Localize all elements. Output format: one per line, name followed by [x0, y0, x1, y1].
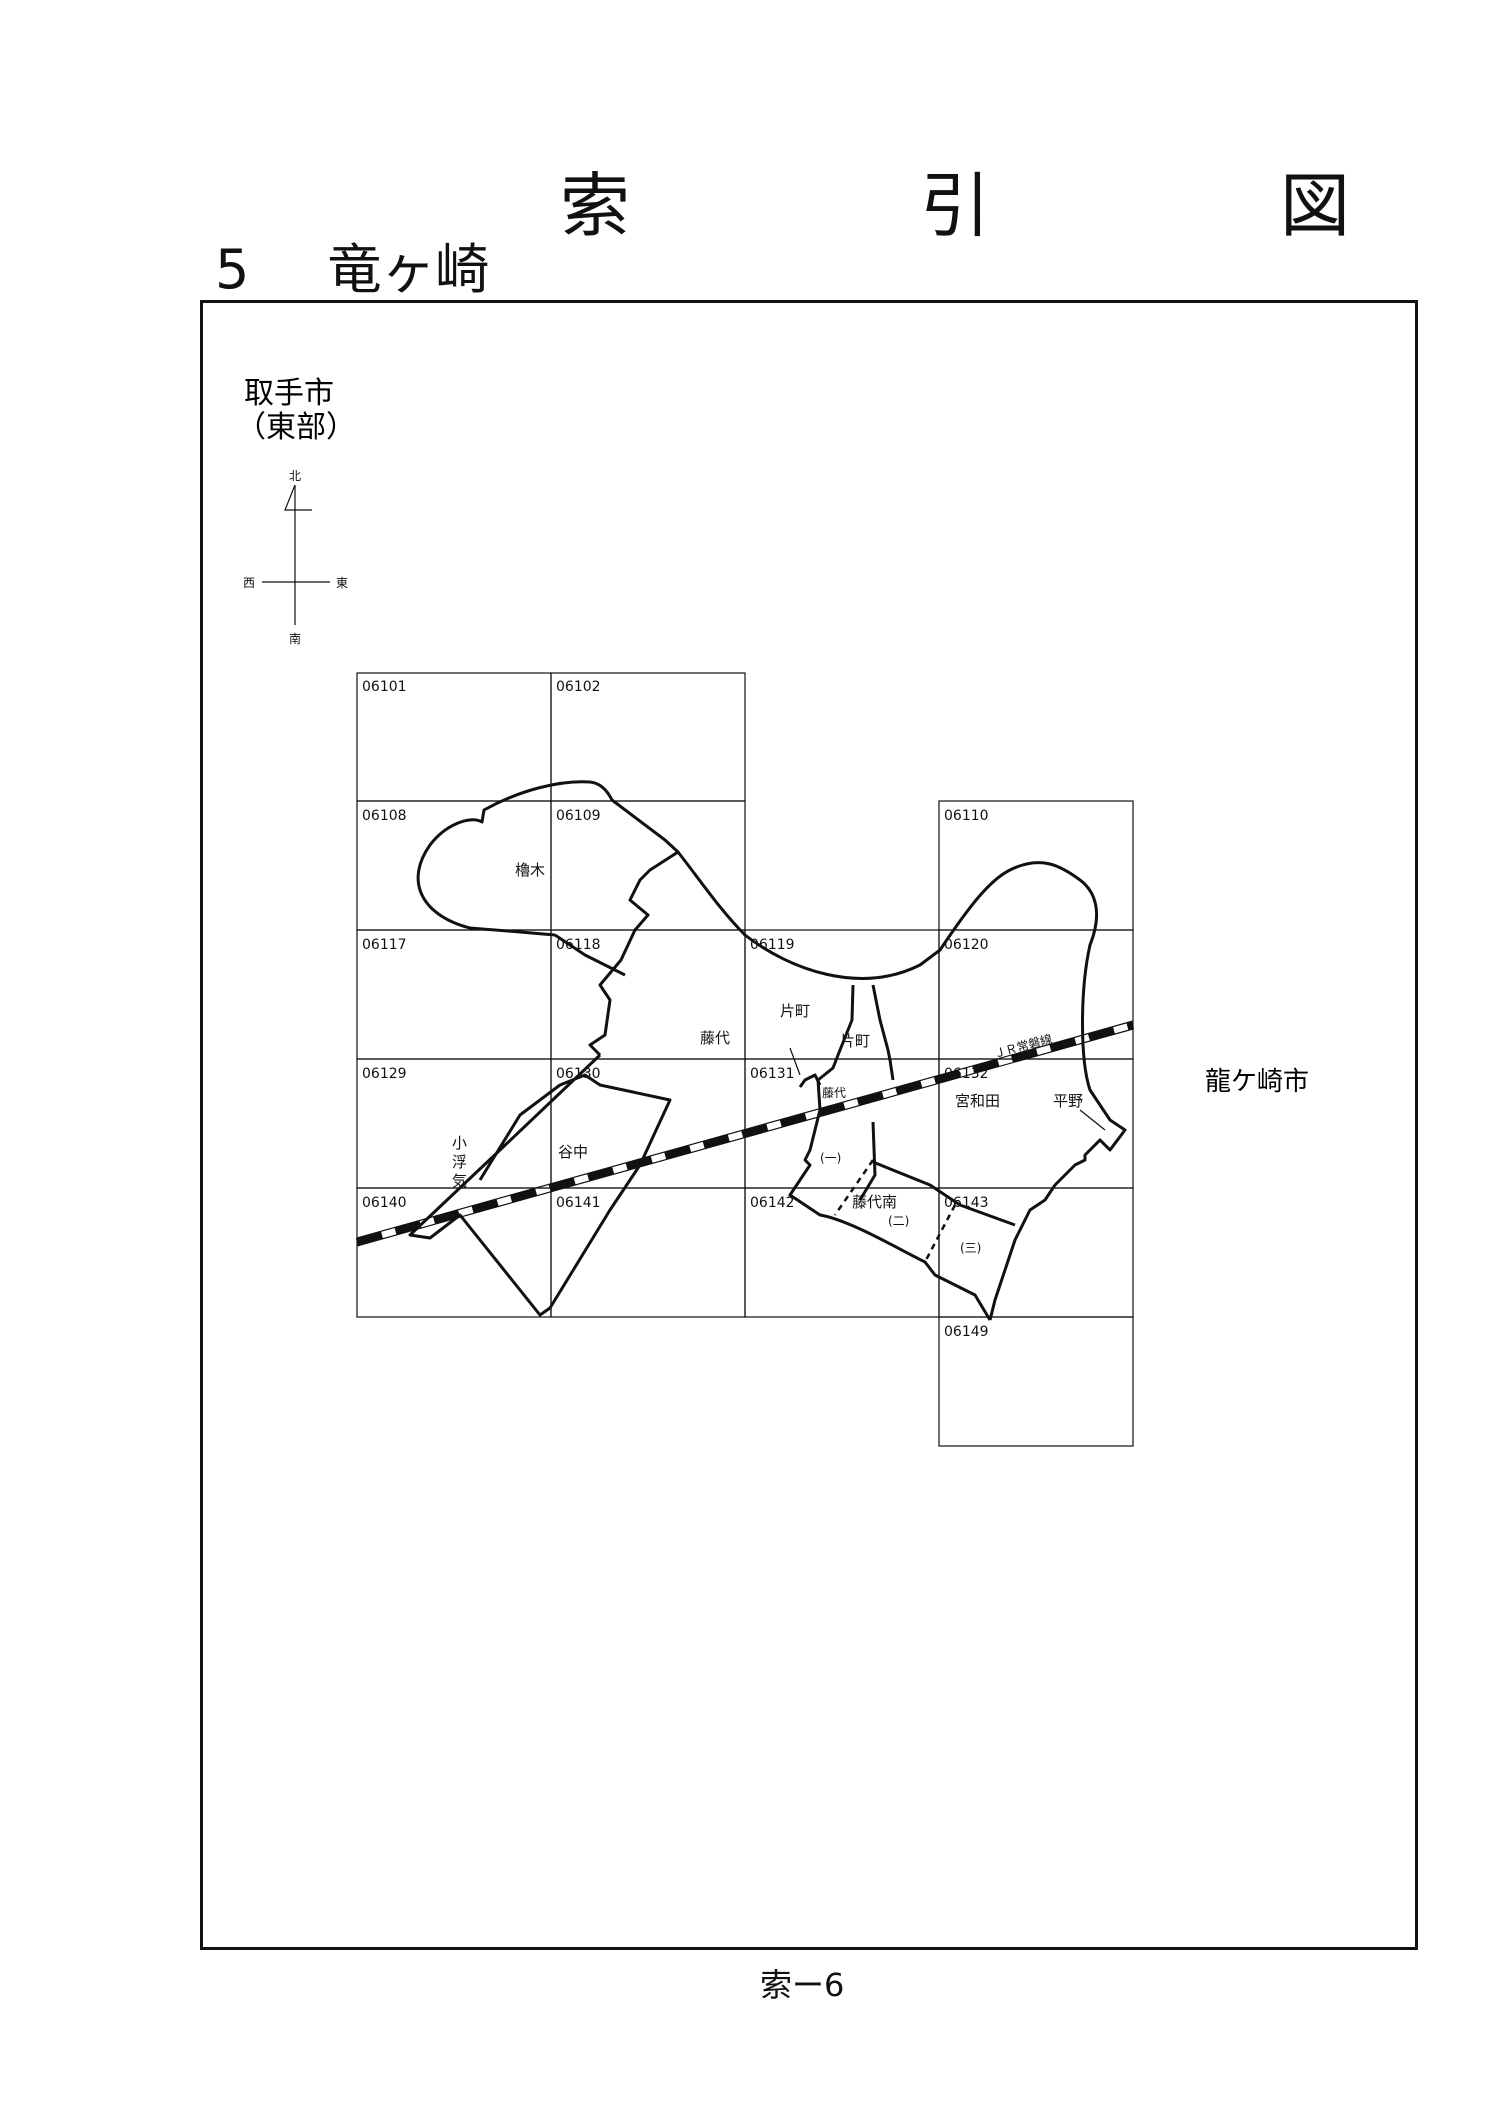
leader-lines [789, 1047, 1106, 1131]
dashed-boundary-2 [923, 1204, 957, 1263]
cell-id-06141: 06141 [556, 1195, 601, 1211]
compass-east: 東 [336, 576, 348, 590]
cell-id-06101: 06101 [362, 679, 407, 695]
cell-id-06131: 06131 [750, 1066, 795, 1082]
area-sub-1: (一) [820, 1151, 841, 1165]
area-sub-3: (三) [960, 1241, 981, 1255]
boundary-katamachi [871, 984, 895, 1081]
cell-id-06117: 06117 [362, 937, 407, 953]
area-hirano: 平野 [1053, 1092, 1083, 1110]
cell-id-06129: 06129 [362, 1066, 407, 1082]
map-frame [200, 300, 1418, 1950]
boundary-yuzuriki-west [416, 780, 680, 1057]
area-fujishiro-minami: 藤代南 [852, 1193, 897, 1211]
compass-rose [262, 484, 330, 625]
grid-cells [356, 672, 1134, 1447]
cell-id-06120: 06120 [944, 937, 989, 953]
leader-katamachi [789, 1047, 801, 1076]
railway-edge-1 [356, 1020, 1134, 1239]
compass-north-arrow [284, 484, 312, 511]
area-fujishiro-small: 藤代 [822, 1086, 846, 1100]
railway-edge-2 [356, 1028, 1134, 1247]
area-miyawada: 宮和田 [955, 1092, 1000, 1110]
cell-id-06142: 06142 [750, 1195, 795, 1211]
boundary-katamachi-small [798, 1073, 822, 1088]
cell-id-06110: 06110 [944, 808, 989, 824]
boundary-fujishiro-north [554, 933, 626, 977]
compass-south: 南 [289, 631, 301, 646]
grid-cell-06149[interactable] [938, 1316, 1134, 1447]
section-name: 竜ヶ崎 [327, 238, 490, 301]
railway-line [355, 1020, 1135, 1247]
page-title: 索 引 図 [560, 165, 1460, 247]
area-katamachi-1: 片町 [780, 1002, 810, 1020]
area-katamachi-2: 片町 [840, 1032, 870, 1050]
boundary-south-east [788, 984, 992, 1321]
cell-id-06109: 06109 [556, 808, 601, 824]
page-footer: 索ー6 [760, 1966, 845, 2004]
grid-cell-labels: 06101 06102 06108 06109 06110 06117 0611… [362, 679, 989, 1340]
boundary-fujishiro-minami [858, 1121, 877, 1201]
neighbor-west-sub: （東部） [236, 410, 356, 445]
cell-id-06149: 06149 [944, 1324, 989, 1340]
cell-id-06119: 06119 [750, 937, 795, 953]
compass-north: 北 [289, 469, 301, 483]
cell-id-06102: 06102 [556, 679, 601, 695]
boundary-sub-divisions [872, 1160, 1016, 1227]
leader-hirano [1079, 1109, 1106, 1131]
area-koukeki-2: 浮 [452, 1153, 467, 1171]
area-koukeki-1: 小 [452, 1134, 467, 1152]
railway-track [355, 1021, 1135, 1246]
area-sub-2: (二) [888, 1214, 909, 1228]
boundary-north-east [676, 851, 1127, 1321]
district-boundaries [408, 780, 1127, 1321]
compass-west: 西 [243, 576, 255, 590]
cell-id-06118: 06118 [556, 937, 601, 953]
neighbor-west-name: 取手市 [244, 376, 334, 411]
boundary-yanaka [408, 1053, 672, 1317]
section-heading: 5 竜ヶ崎 [215, 225, 489, 304]
neighbor-east: 龍ケ崎市 [1205, 1067, 1309, 1097]
area-fujishiro: 藤代 [700, 1029, 730, 1047]
dashed-boundaries [833, 1159, 957, 1263]
area-koukeki-3: 気 [452, 1172, 467, 1190]
dashed-boundary-1 [833, 1159, 875, 1216]
area-yuzuriki: 櫓木 [515, 861, 545, 879]
cell-id-06108: 06108 [362, 808, 407, 824]
cell-id-06140: 06140 [362, 1195, 407, 1211]
area-yanaka: 谷中 [558, 1143, 588, 1161]
section-number: 5 [215, 238, 250, 301]
